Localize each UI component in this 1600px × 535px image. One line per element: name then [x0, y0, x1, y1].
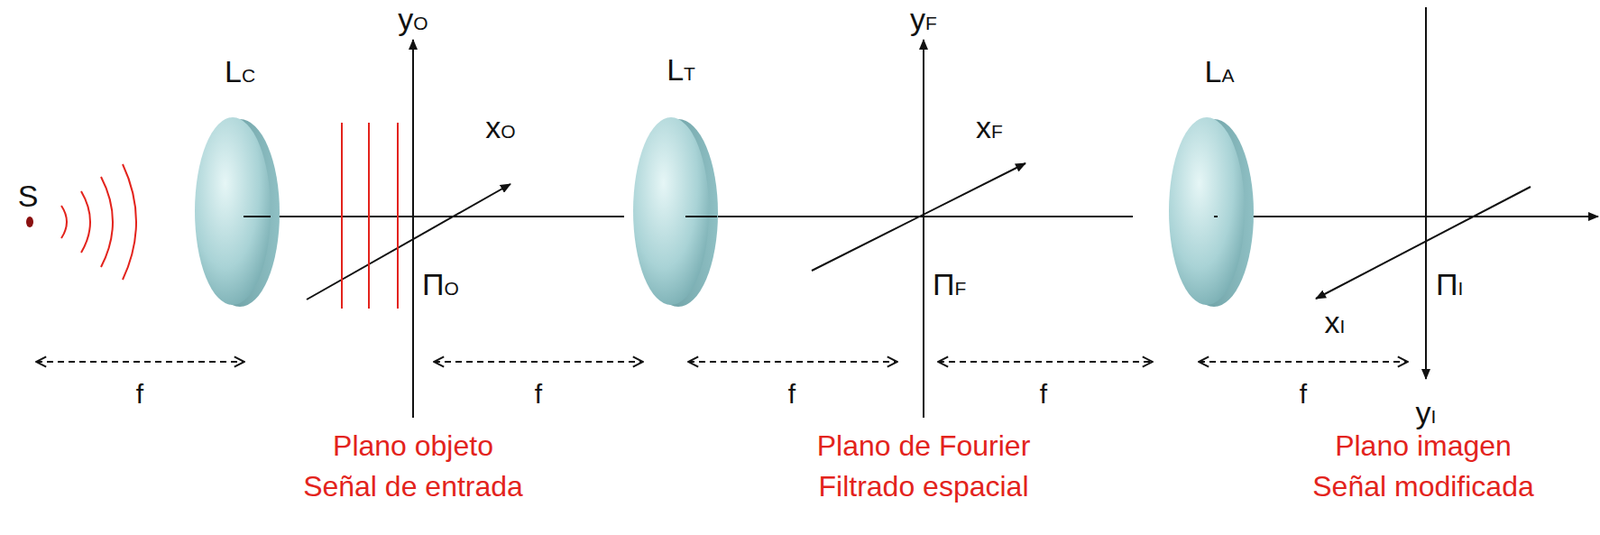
optical-axis — [1213, 215, 1599, 218]
optical-axis — [243, 215, 271, 218]
plane-caption: Filtrado espacial — [818, 470, 1030, 503]
lens-transform — [633, 117, 718, 307]
focal-length: f — [788, 378, 796, 409]
source-name: S — [18, 179, 39, 213]
lens-imaging — [1168, 117, 1254, 307]
y-axis — [922, 39, 925, 418]
plane-name: ΠF — [932, 267, 966, 302]
axis-name: xI — [1324, 305, 1346, 340]
plane-name: ΠI — [1435, 267, 1463, 302]
focal-distance — [36, 360, 1408, 363]
lens-name: LC — [224, 55, 256, 89]
point-source — [26, 216, 34, 228]
x-axis — [1315, 186, 1531, 299]
lens-collimator — [194, 117, 280, 307]
x-axis — [811, 163, 1026, 271]
focal-length: f — [1039, 378, 1048, 409]
axis-name: yF — [910, 2, 938, 37]
y-axis — [412, 39, 414, 418]
lens-name: LA — [1204, 55, 1235, 89]
spherical-waves — [61, 164, 137, 280]
plane-caption: Señal de entrada — [303, 470, 524, 503]
y-axis — [1425, 7, 1427, 379]
axis-name: xF — [975, 110, 1003, 145]
plane-caption: Plano imagen — [1334, 430, 1512, 462]
focal-length: f — [136, 378, 144, 409]
x-axis — [306, 183, 511, 300]
optical-axis — [685, 215, 718, 218]
axis-name: xO — [485, 110, 515, 145]
lens-name: LT — [666, 53, 696, 87]
plane-caption: Plano objeto — [332, 430, 494, 462]
optical-axis — [1213, 215, 1218, 218]
axis-name: yI — [1416, 395, 1437, 430]
plane-name: ΠO — [422, 267, 460, 302]
axis-name: yO — [397, 2, 428, 37]
focal-length: f — [534, 378, 543, 409]
plane-caption: Señal modificada — [1312, 470, 1534, 503]
focal-length: f — [1299, 378, 1307, 409]
optical-axis — [270, 215, 625, 218]
plane-caption: Plano de Fourier — [817, 430, 1031, 462]
optical-axis — [717, 215, 1133, 218]
plane-waves — [341, 122, 398, 309]
